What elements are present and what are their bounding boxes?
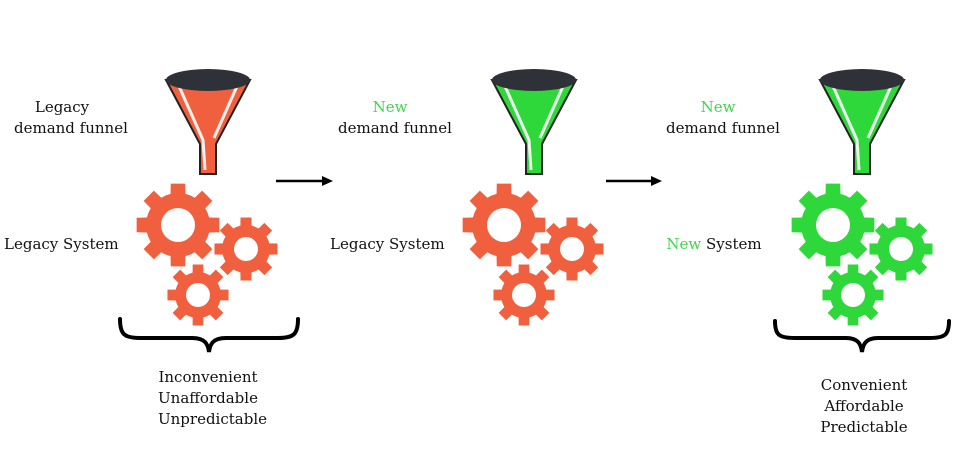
outcome-item: Unaffordable: [158, 389, 258, 407]
new-funnel-icon: [490, 69, 578, 175]
system-label-text: Legacy System: [4, 235, 119, 253]
legacy-system-label-2: Legacy System: [330, 234, 445, 255]
outcome-item: Predictable: [820, 418, 908, 436]
funnel-label-line2: demand funnel: [666, 119, 780, 137]
outcome-item: Affordable: [824, 397, 904, 415]
gear-icon: [869, 217, 933, 281]
outcome-item: Convenient: [820, 376, 908, 394]
outcome-item: Unpredictable: [158, 410, 267, 428]
left-brace-icon: [118, 317, 300, 353]
new-outcomes-list: Convenient Affordable Predictable: [816, 375, 912, 438]
gear-icon: [462, 183, 546, 267]
system-label-text: Legacy System: [330, 235, 445, 253]
legacy-outcomes-list: Inconvenient Unaffordable Unpredictable: [158, 367, 267, 430]
arrow-right-icon-2: [606, 176, 662, 186]
legacy-funnel-label: Legacy demand funnel: [14, 97, 128, 139]
legacy-funnel-icon: [164, 69, 252, 175]
gear-icon: [540, 217, 604, 281]
arrow-right-icon: [276, 176, 333, 186]
new-funnel-icon-2: [818, 69, 906, 175]
gear-icon: [214, 217, 278, 281]
gear-icon: [493, 264, 555, 326]
legacy-gears-icon-2: [462, 183, 604, 326]
funnel-label-line1: New: [372, 98, 408, 116]
gear-icon: [167, 264, 229, 326]
new-system-label: New System: [664, 234, 764, 255]
new-gears-icon: [791, 183, 933, 326]
outcome-item: Inconvenient: [158, 368, 258, 386]
funnel-label-line2: demand funnel: [338, 119, 452, 137]
legacy-system-label: Legacy System: [4, 234, 119, 255]
system-label-prefix: New: [666, 235, 702, 253]
right-brace-icon: [773, 319, 951, 353]
funnel-label-line1: Legacy: [34, 98, 90, 116]
gear-icon: [822, 264, 884, 326]
funnel-label-line1: New: [700, 98, 736, 116]
gear-icon: [136, 183, 220, 267]
system-label-text: System: [701, 235, 762, 253]
gear-icon: [791, 183, 875, 267]
legacy-gears-icon: [136, 183, 278, 326]
new-funnel-label: New demand funnel: [338, 97, 452, 139]
new-funnel-label-2: New demand funnel: [666, 97, 780, 139]
funnel-label-line2: demand funnel: [14, 119, 128, 137]
